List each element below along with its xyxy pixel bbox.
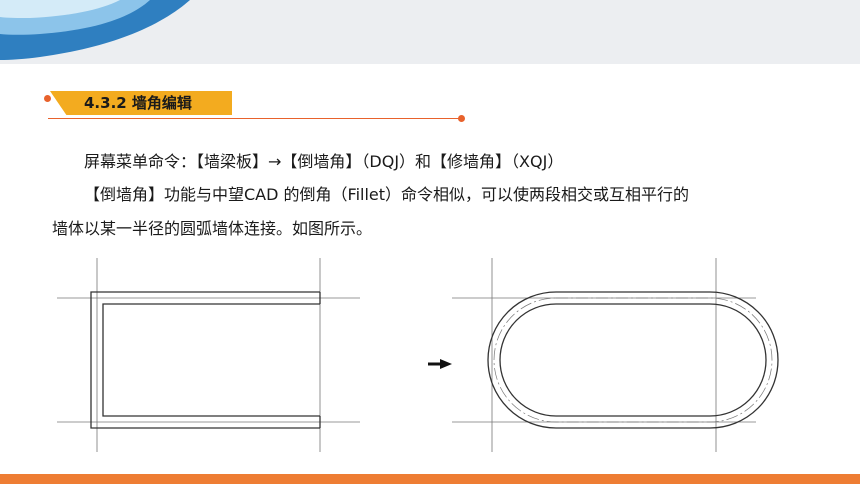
paragraph-line-1: 屏幕菜单命令：【墙梁板】→【倒墙角】（DQJ）和【修墙角】（XQJ） <box>84 152 564 171</box>
right-wall-drawing <box>452 258 779 452</box>
footer-bar <box>0 474 860 484</box>
paragraph-line-3: 墙体以某一半径的圆弧墙体连接。如图所示。 <box>52 219 373 238</box>
heading-dot-right <box>458 115 465 122</box>
section-heading: 4.3.2 墙角编辑 <box>84 94 192 112</box>
left-wall-drawing <box>57 258 360 452</box>
right-arrow-icon <box>428 359 452 369</box>
heading-underline <box>48 118 462 119</box>
heading-tag <box>50 91 232 115</box>
paragraph-line-2: 【倒墙角】功能与中望CAD 的倒角（Fillet）命令相似，可以使两段相交或互相… <box>84 185 690 204</box>
wave-decoration <box>0 0 190 60</box>
heading-dot-left <box>44 95 51 102</box>
wall-fillet-figure <box>57 258 779 452</box>
